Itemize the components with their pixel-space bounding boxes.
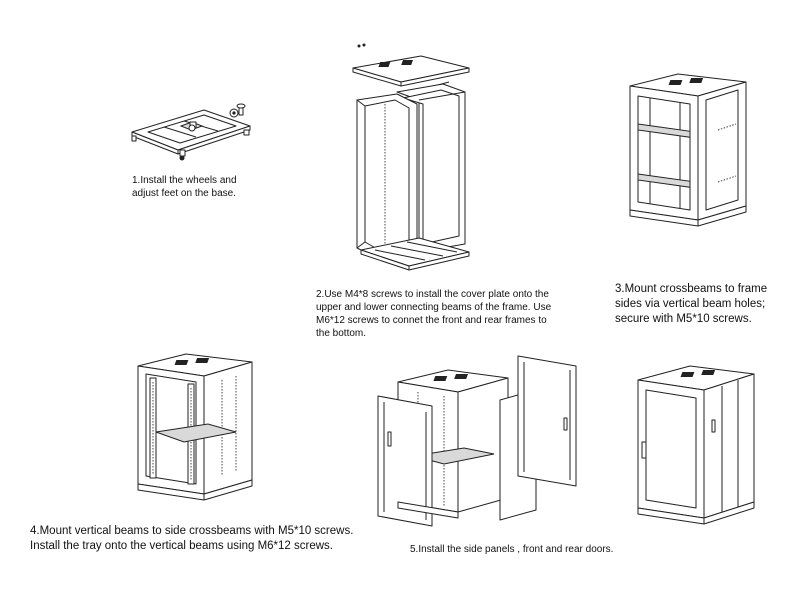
caption-line: 5.Install the side panels , front and re…: [410, 544, 614, 555]
step-1-caption: 1.Install the wheels and adjust feet on …: [132, 174, 237, 200]
caption-line: sides via vertical beam holes;: [615, 298, 766, 310]
step-3-caption: 3.Mount crossbeams to frame sides via ve…: [615, 282, 767, 327]
step-1-illustration: [126, 100, 256, 162]
caption-line: the bottom.: [316, 328, 367, 339]
caption-line: 3.Mount crossbeams to frame: [615, 283, 768, 295]
caption-line: 2.Use M4*8 screws to install the cover p…: [316, 289, 549, 300]
caption-line: 1.Install the wheels and: [132, 175, 237, 186]
step-5-illustration: [374, 352, 584, 528]
step-2-illustration: [345, 38, 485, 274]
caption-line: secure with M5*10 screws.: [615, 313, 752, 325]
caption-line: upper and lower connecting beams of the …: [316, 302, 552, 313]
step-5-caption: 5.Install the side panels , front and re…: [410, 543, 613, 556]
caption-line: Install the tray onto the vertical beams…: [30, 540, 333, 552]
step-4-caption: 4.Mount vertical beams to side crossbeam…: [30, 524, 353, 554]
caption-line: adjust feet on the base.: [132, 188, 236, 199]
caption-line: 4.Mount vertical beams to side crossbeam…: [30, 525, 354, 537]
step-2-caption: 2.Use M4*8 screws to install the cover p…: [316, 288, 551, 340]
step-6-illustration: [634, 362, 758, 526]
caption-line: M6*12 screws to connet the front and rea…: [316, 315, 547, 326]
step-4-illustration: [132, 350, 258, 502]
step-3-illustration: [624, 70, 754, 230]
